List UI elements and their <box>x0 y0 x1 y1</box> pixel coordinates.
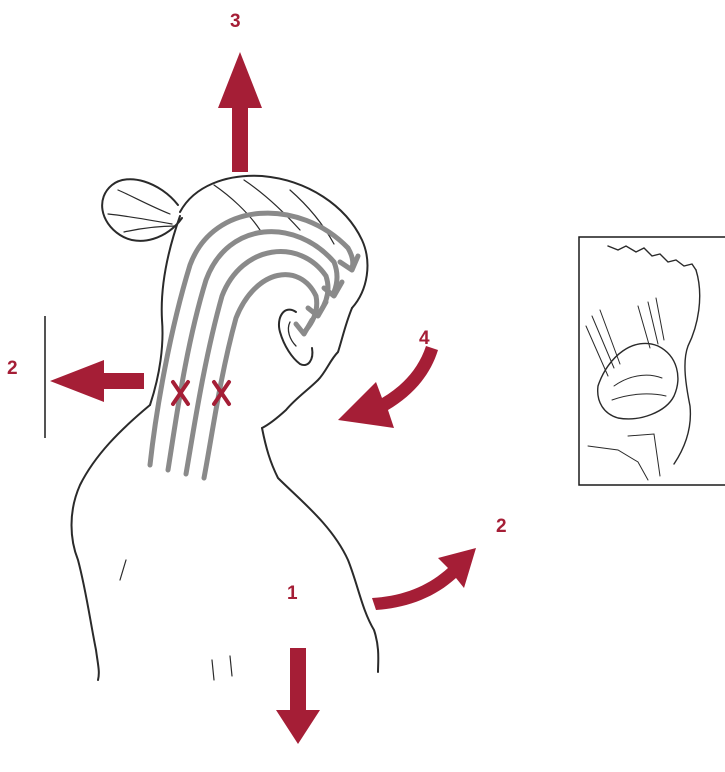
flow-lines <box>150 213 353 478</box>
ear <box>279 310 312 365</box>
inset-detail-sketch <box>578 236 725 486</box>
shoulder-back <box>72 405 151 680</box>
flow-arrowhead-4 <box>296 320 312 334</box>
label-3: 3 <box>230 12 241 31</box>
arrow-left-icon <box>50 360 144 402</box>
arrow-curved-in-icon <box>338 346 438 428</box>
force-arrows <box>50 52 476 744</box>
label-2-left: 2 <box>7 359 18 378</box>
label-2-right: 2 <box>496 517 507 536</box>
hair-bun <box>102 179 182 241</box>
label-1: 1 <box>287 584 298 603</box>
neck-front <box>262 428 378 672</box>
arrow-down-icon <box>276 648 320 744</box>
arrow-up-icon <box>218 52 262 172</box>
label-4: 4 <box>419 329 430 348</box>
arrow-curved-out-icon <box>372 548 476 610</box>
back-detail <box>120 560 232 680</box>
flow-arrowhead-1 <box>340 256 358 270</box>
hair-bun-strands <box>108 190 176 232</box>
